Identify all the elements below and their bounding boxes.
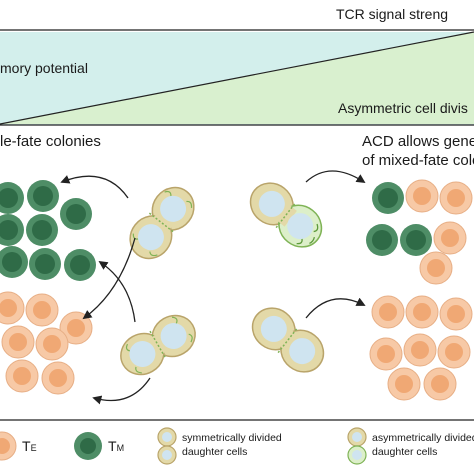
memory-cell — [0, 182, 24, 214]
legend-symmetric-icon — [157, 427, 177, 465]
right-panel-title-line2: of mixed-fate colo — [362, 152, 474, 169]
asymmetric-dividing-cell — [251, 307, 325, 373]
effector-cell — [1, 325, 35, 359]
effector-cell — [35, 327, 69, 361]
effector-cell — [403, 333, 437, 367]
arrow-to-memory-colony-lower — [98, 260, 136, 323]
effector-cell — [59, 311, 93, 345]
effector-cell — [371, 295, 405, 329]
legend-te-label: TE — [22, 438, 37, 454]
effector-cell — [25, 293, 59, 327]
memory-cell — [366, 224, 398, 256]
arrow-to-memory-colony — [60, 175, 129, 199]
tcr-signal-label: TCR signal streng — [336, 6, 449, 22]
symmetric-dividing-cell — [120, 314, 196, 376]
legend-effector-swatch — [0, 431, 17, 461]
memory-cell — [0, 214, 24, 246]
arrow-to-mixed-colony — [305, 170, 366, 183]
memory-cell — [64, 249, 96, 281]
right-panel-title-line1: ACD allows genera — [362, 133, 474, 150]
effector-colony-right — [369, 295, 473, 401]
arrow-to-effector-colony-lower — [92, 377, 151, 405]
legend-asymmetric-icon — [347, 427, 367, 465]
left-panel-title: le-fate colonies — [0, 133, 101, 150]
memory-cell — [29, 248, 61, 280]
legend-tm-label: TM — [108, 438, 125, 454]
legend-tm-subscript: M — [116, 443, 125, 453]
arrow-to-effector-colony-right — [305, 297, 366, 319]
effector-cell — [41, 361, 75, 395]
legend-memory-swatch — [74, 432, 102, 460]
effector-cell — [387, 367, 421, 401]
memory-cell — [372, 182, 404, 214]
arrow-to-effector-colony — [82, 237, 136, 320]
effector-cell — [419, 251, 453, 285]
effector-cell — [405, 179, 439, 213]
effector-cell — [433, 221, 467, 255]
legend-symmetric-label-line2: daughter cells — [182, 446, 248, 458]
acd-band-label: Asymmetric cell divis — [338, 100, 468, 116]
effector-cell — [437, 335, 471, 369]
effector-cell — [369, 337, 403, 371]
memory-colony-left — [0, 180, 96, 281]
asymmetric-dividing-cell — [249, 182, 323, 248]
memory-cell — [400, 224, 432, 256]
legend-te-subscript: E — [30, 443, 37, 453]
memory-cell — [60, 198, 92, 230]
symmetric-dividing-cell — [129, 186, 195, 260]
effector-cell — [5, 359, 39, 393]
band-divider — [0, 31, 474, 125]
effector-cell — [423, 367, 457, 401]
effector-cell — [0, 291, 25, 325]
effector-cell — [439, 181, 473, 215]
memory-cell — [26, 214, 58, 246]
legend-asymmetric-label-line2: daughter cells — [372, 446, 438, 458]
effector-colony-left — [0, 291, 93, 395]
memory-potential-label: mory potential — [0, 60, 88, 76]
legend-asymmetric-label-line1: asymmetrically divided — [372, 432, 474, 444]
mixed-colony-right — [366, 179, 473, 285]
effector-cell — [405, 295, 439, 329]
effector-cell — [439, 297, 473, 331]
memory-cell — [0, 246, 28, 278]
legend-symmetric-label-line1: symmetrically divided — [182, 432, 282, 444]
memory-cell — [27, 180, 59, 212]
